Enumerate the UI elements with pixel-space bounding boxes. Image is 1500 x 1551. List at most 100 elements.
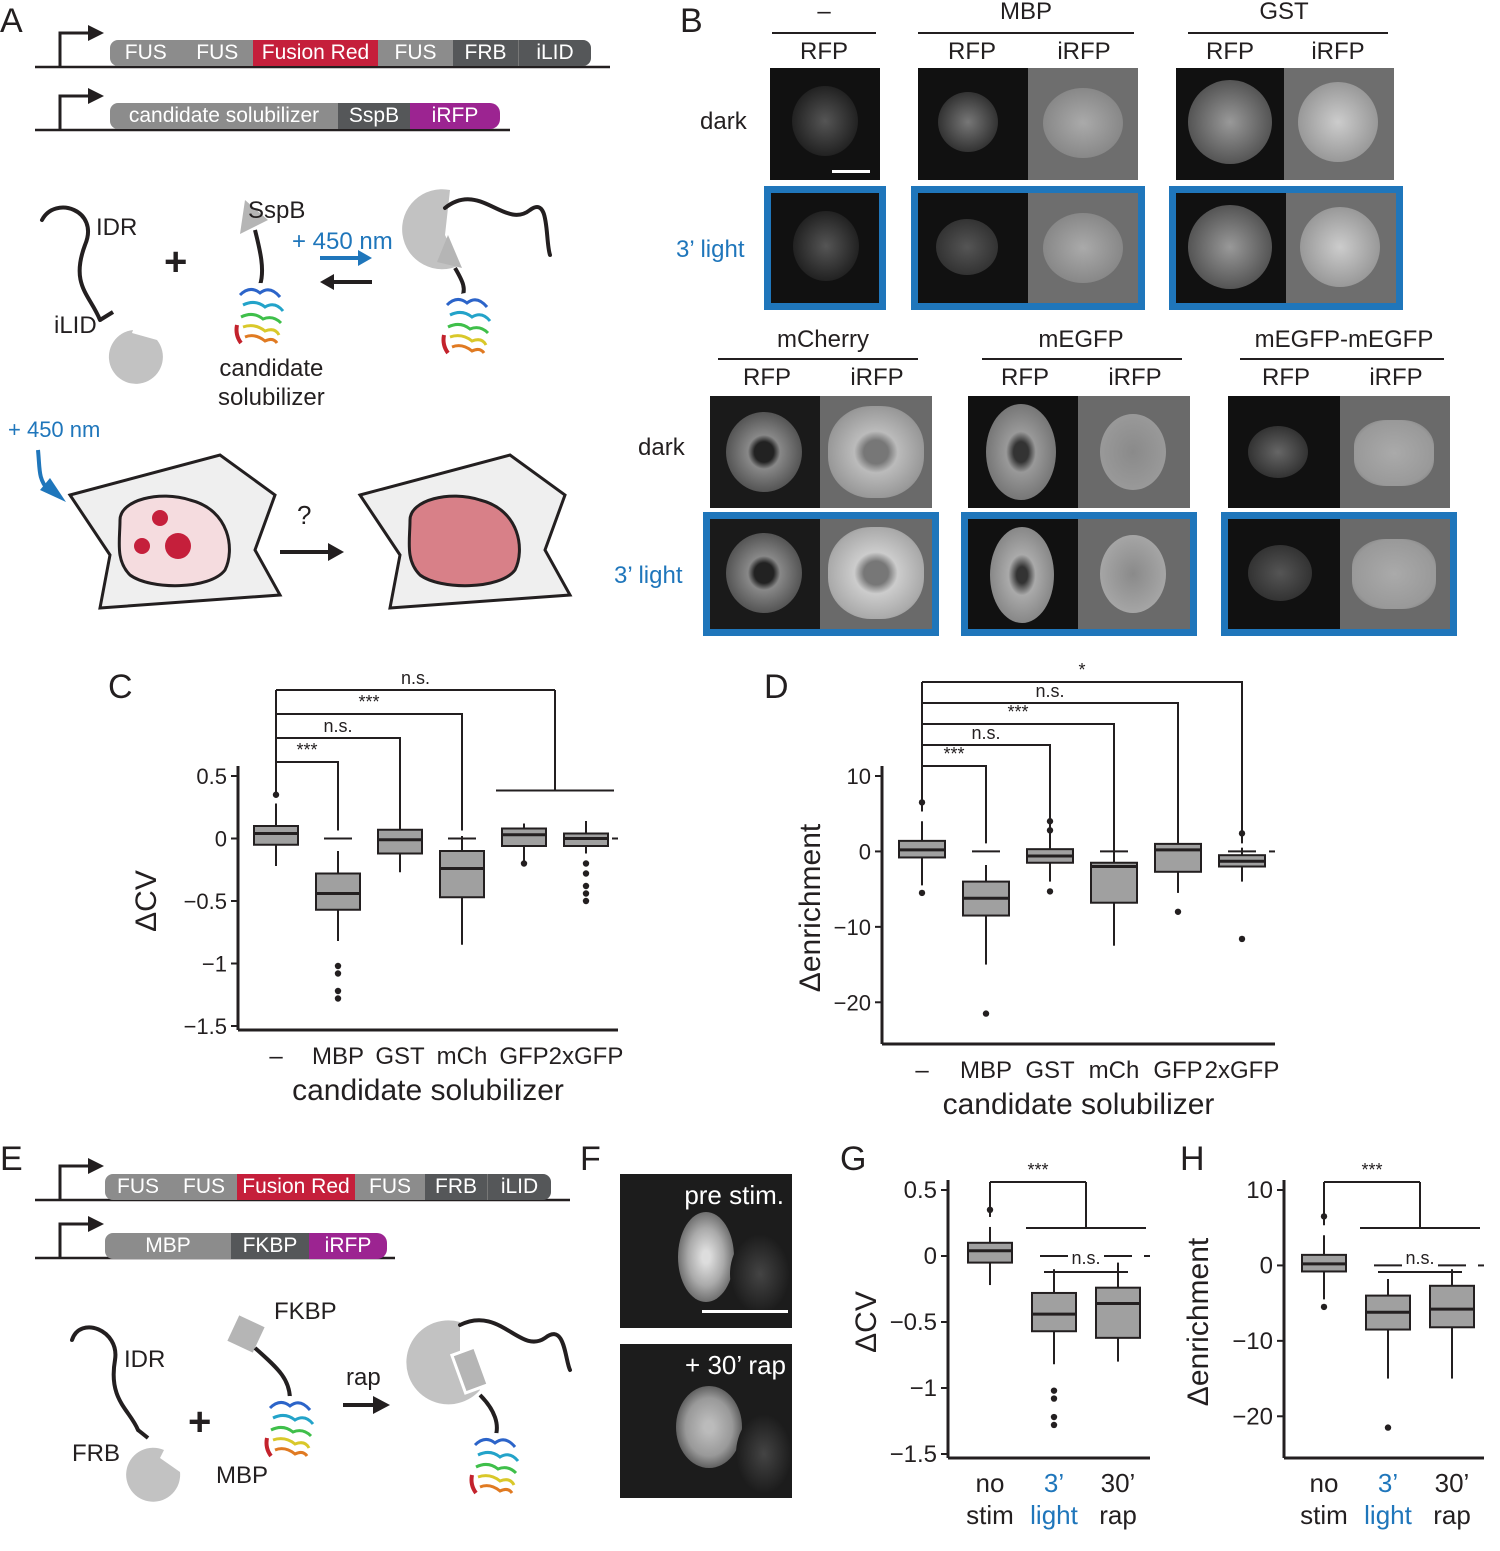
significance-label: n.s. (1405, 1248, 1434, 1268)
promoter-arrow-2 (35, 88, 510, 132)
label-idr: IDR (96, 214, 138, 241)
channel-rfp: RFP (743, 364, 791, 391)
box (967, 1241, 1013, 1264)
significance-label: n.s. (1071, 1248, 1100, 1268)
construct-2-sspb: SspB (338, 103, 410, 129)
light-frame-none (764, 186, 886, 310)
panel-label-c: C (108, 668, 133, 706)
construct-e2-fkbp: FKBP (231, 1233, 309, 1259)
significance-label: * (1078, 660, 1085, 680)
construct-e1-fus-fus: FUS FUS (105, 1174, 237, 1200)
label-question: ? (297, 500, 312, 530)
construct-e1-fus: FUS (355, 1174, 425, 1200)
x-tick-label: light (1030, 1500, 1078, 1530)
channel-irfp: iRFP (1108, 364, 1162, 391)
outlier-point (1050, 1387, 1058, 1394)
micrograph-megfp2-dark-rfp (1228, 396, 1340, 508)
x-tick-label: GFP (1153, 1057, 1202, 1084)
light-frame-mbp (911, 186, 1145, 310)
segment-label: FUS (183, 1175, 225, 1198)
outlier-point (334, 970, 342, 977)
x-tick-label: GST (1025, 1057, 1075, 1084)
label-mbp: MBP (216, 1462, 269, 1489)
x-tick-label: 30’ (1435, 1468, 1470, 1498)
y-tick-label: −10 (1232, 1328, 1273, 1355)
label-450nm-cell: + 450 nm (8, 417, 101, 442)
box (1095, 1286, 1141, 1339)
construct-2-solubilizer: candidate solubilizer (110, 103, 338, 129)
construct-e2-irfp: iRFP (309, 1233, 387, 1259)
label-post-rap: + 30’ rap (685, 1350, 786, 1380)
x-tick-label: stim (966, 1500, 1014, 1530)
box (1031, 1291, 1077, 1333)
outlier-point (918, 889, 926, 897)
panel-label-h: H (1180, 1140, 1205, 1178)
light-frame-mcherry (703, 512, 939, 636)
group-header-megfp-megfp: mEGFP-mEGFP (1254, 326, 1434, 353)
x-tick-label: 3’ (1044, 1468, 1064, 1498)
x-tick-label: stim (1300, 1500, 1348, 1530)
outlier-point (1384, 1424, 1392, 1431)
construct-e1-frb: FRB (425, 1174, 487, 1200)
micrograph-mbp-dark-irfp (1028, 68, 1138, 180)
significance-label: n.s. (323, 716, 352, 736)
label-dark-top: dark (700, 108, 747, 135)
light-frame-megfp (961, 512, 1197, 636)
channel-irfp: iRFP (1057, 38, 1111, 65)
significance-label: *** (1027, 1160, 1048, 1180)
box (439, 850, 485, 899)
x-tick-label: MBP (960, 1057, 1012, 1084)
box (1154, 842, 1202, 873)
construct-1-frb: FRB (453, 40, 518, 66)
ilid-sspb-schematic (40, 189, 552, 384)
box (501, 827, 547, 847)
construct-2: candidate solubilizer SspB iRFP (110, 103, 500, 129)
construct-1-ilid: iLID (518, 40, 591, 66)
construct-e2: MBP FKBP iRFP (105, 1233, 387, 1259)
outlier-point (1238, 935, 1246, 943)
box (315, 872, 361, 911)
micrograph-megfp-dark-rfp (968, 396, 1078, 508)
box (1429, 1284, 1475, 1329)
construct-1-fusion-red: Fusion Red (253, 40, 378, 66)
x-axis-label: candidate solubilizer (943, 1088, 1215, 1121)
significance-bracket (276, 737, 401, 831)
x-tick-label: no (1310, 1468, 1339, 1498)
micrograph-gst-dark-irfp (1284, 68, 1394, 180)
micrograph-none-dark (770, 68, 880, 180)
segment-label: FUS (124, 41, 167, 64)
light-frame-gst (1169, 186, 1403, 310)
label-pre-stim: pre stim. (684, 1180, 784, 1210)
y-tick-label: −10 (834, 915, 871, 940)
y-tick-label: −1 (910, 1375, 937, 1402)
panel-label-d: D (764, 668, 789, 706)
y-tick-label: 0.5 (904, 1177, 937, 1204)
segment-label: FUS (117, 1175, 159, 1198)
construct-e1-fusion-red: Fusion Red (237, 1174, 355, 1200)
construct-e2-mbp: MBP (105, 1233, 231, 1259)
group-header-mcherry: mCherry (776, 326, 869, 353)
micrograph-mcherry-dark-irfp (820, 396, 932, 508)
x-tick-label: rap (1433, 1500, 1471, 1530)
significance-bracket (922, 744, 1051, 844)
label-idr-e: IDR (124, 1346, 166, 1373)
significance-label: n.s. (401, 668, 430, 688)
micrograph-pre-stim: pre stim. (620, 1174, 792, 1328)
outlier-point (520, 860, 528, 867)
light-frame-megfp2 (1221, 512, 1457, 636)
channel-irfp: iRFP (1369, 364, 1423, 391)
micrograph-gst-dark-rfp (1176, 68, 1286, 180)
chart-h-delta-enrichment: 100−10−20nostim3’light30’rapΔenrichment*… (1182, 1160, 1484, 1530)
label-light-top: 3’ light (676, 236, 745, 263)
micrograph-mbp-dark-rfp (918, 68, 1028, 180)
x-tick-label: 2xGFP (1205, 1057, 1280, 1084)
outlier-point (582, 882, 590, 890)
channel-rfp: RFP (800, 38, 848, 65)
outlier-point (582, 890, 590, 897)
label-ilid: iLID (54, 312, 97, 339)
x-tick-label: 2xGFP (549, 1043, 624, 1070)
y-tick-label: −20 (1232, 1403, 1273, 1430)
